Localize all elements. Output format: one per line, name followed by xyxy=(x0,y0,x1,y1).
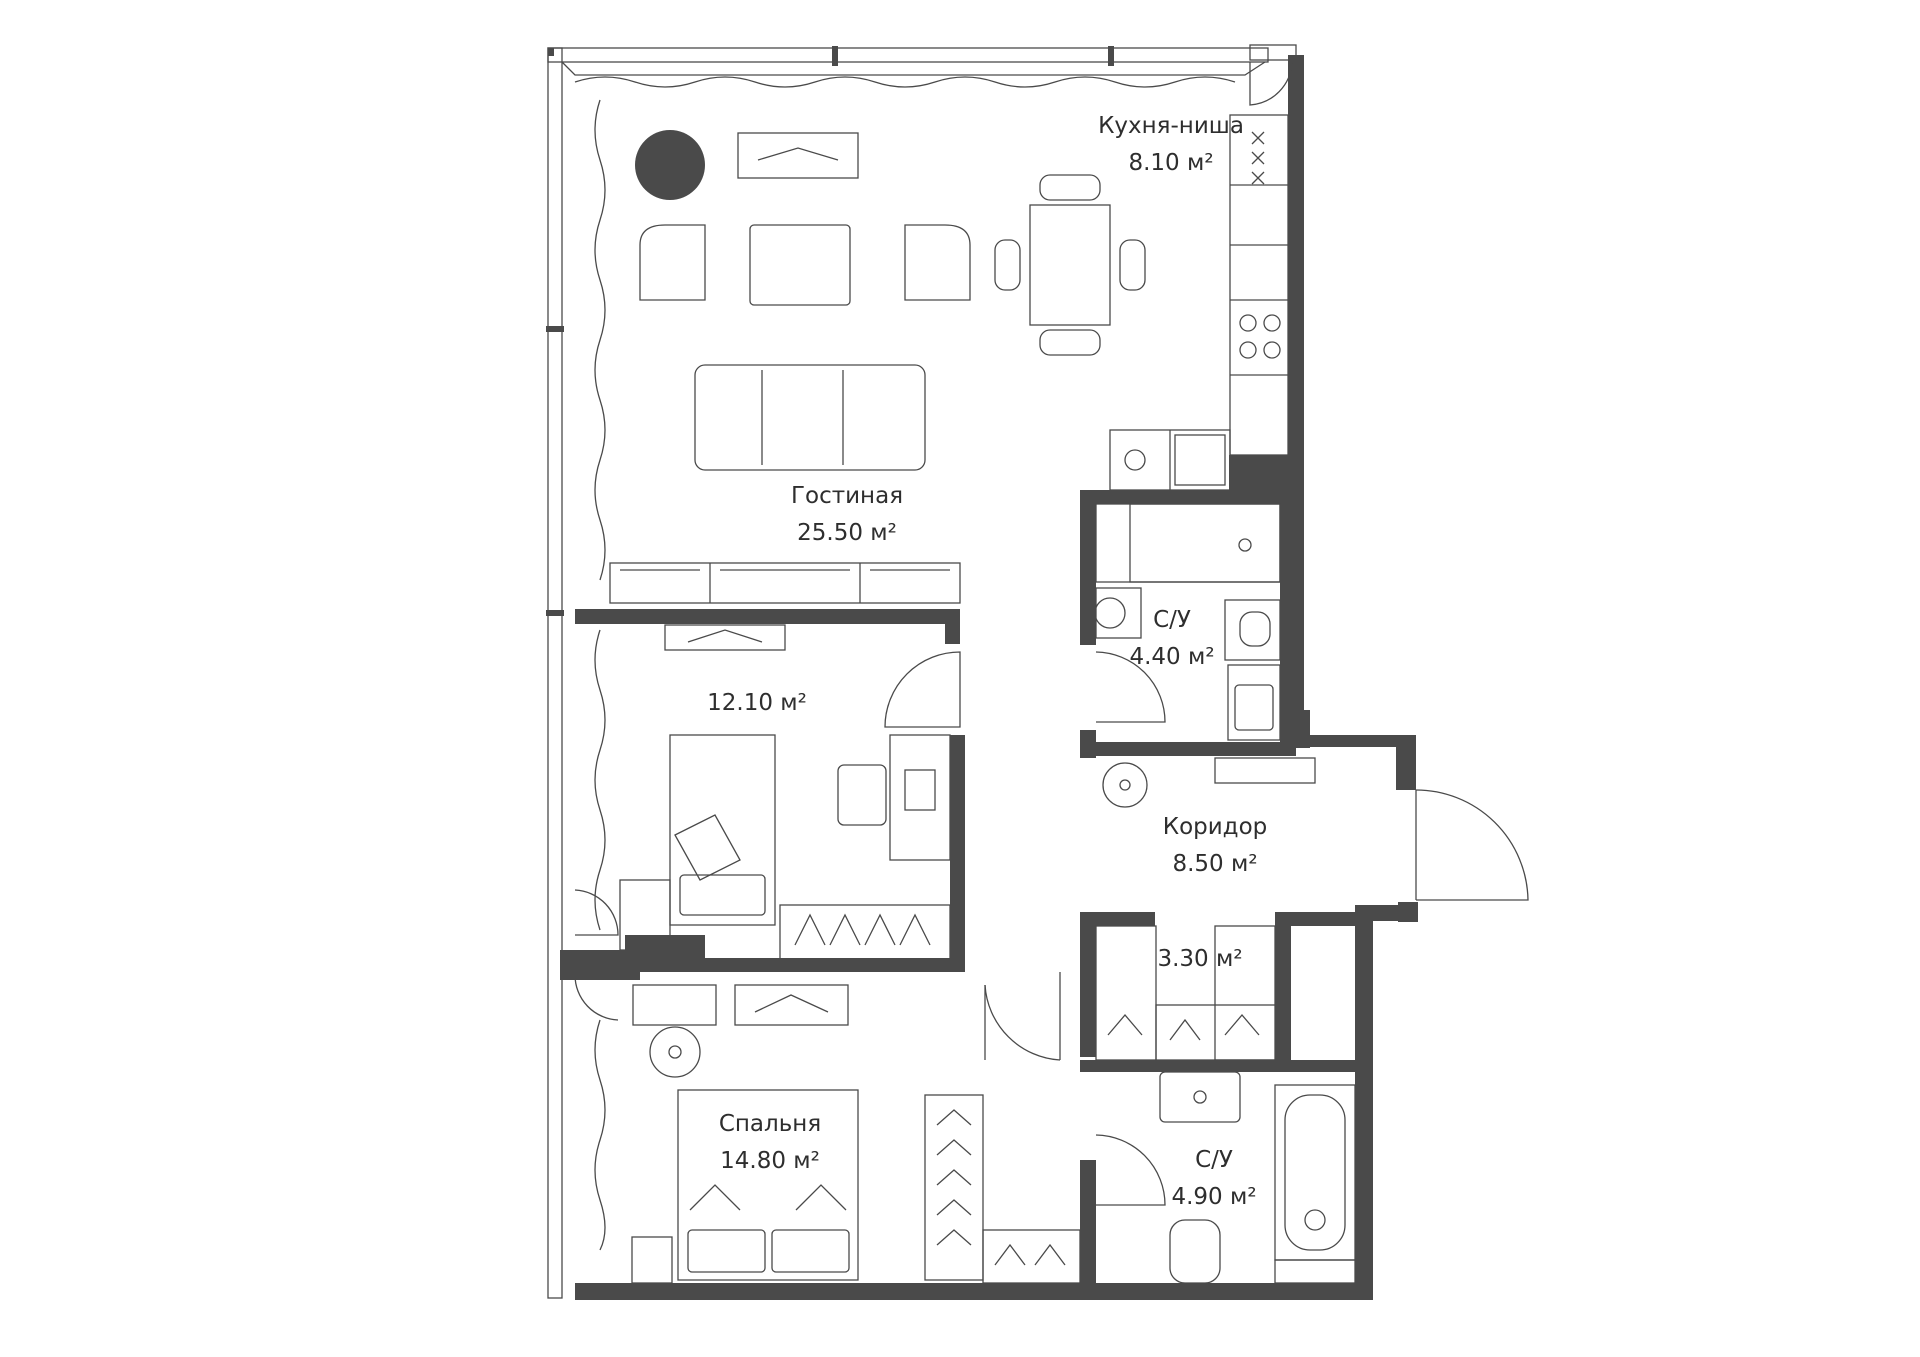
window-glazing xyxy=(546,44,1297,1299)
bathroom1-name: С/У xyxy=(1153,607,1191,633)
kitchen-area: 8.10 м² xyxy=(1128,150,1213,176)
bathroom2-area: 4.90 м² xyxy=(1171,1184,1256,1210)
kitchen-burner-marks-icon xyxy=(1251,131,1265,185)
hallway-furniture xyxy=(1102,757,1316,808)
curtains xyxy=(574,76,1236,1251)
doors xyxy=(574,61,1529,1206)
kitchen-name: Кухня-ниша xyxy=(1098,113,1244,139)
room2-area: 12.10 м² xyxy=(707,690,807,716)
bathroom1-area: 4.40 м² xyxy=(1129,644,1214,670)
bathroom2-fixtures xyxy=(1159,1071,1356,1284)
hallway-area: 8.50 м² xyxy=(1172,851,1257,877)
closet-area: 3.30 м² xyxy=(1157,946,1242,972)
living-room-area: 25.50 м² xyxy=(797,520,897,546)
hallway-name: Коридор xyxy=(1163,814,1268,840)
closet-shelves xyxy=(1095,925,1277,1061)
living-room-name: Гостиная xyxy=(791,483,903,509)
bathroom2-name: С/У xyxy=(1195,1147,1233,1173)
bathroom1-fixtures xyxy=(1094,503,1281,741)
bedroom-wardrobe-hanger-icons xyxy=(936,1109,972,1246)
kitchen-counter xyxy=(1109,114,1289,491)
walls xyxy=(560,55,1418,1300)
living-room-furniture xyxy=(609,130,971,604)
bedroom-area: 14.80 м² xyxy=(720,1148,820,1174)
bedroom-furniture xyxy=(631,984,1081,1284)
bedroom-name: Спальня xyxy=(719,1111,821,1137)
dining-table xyxy=(994,174,1146,356)
wardrobe-hanger-icons xyxy=(794,913,931,946)
room2-furniture xyxy=(619,624,951,961)
room-labels: Кухня-ниша 8.10 м² Гостиная 25.50 м² 12.… xyxy=(707,113,1267,1210)
